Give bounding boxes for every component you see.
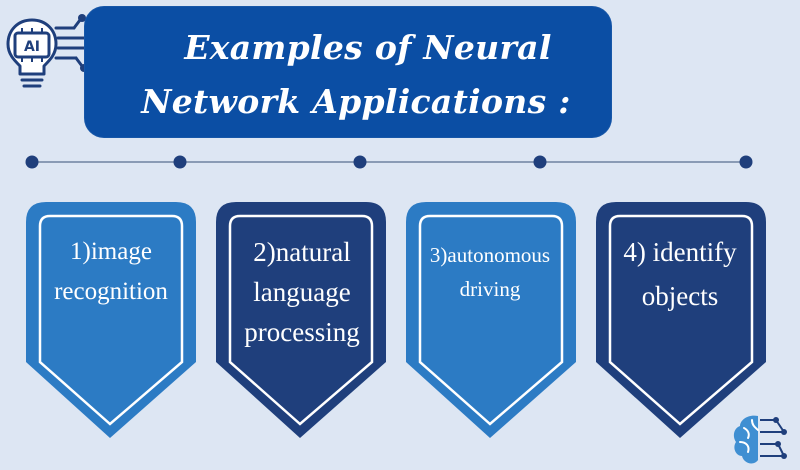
ai-logo-text: AI <box>24 39 40 55</box>
card-1 <box>26 202 196 438</box>
card-3-text: 3)autonomous driving <box>412 238 568 306</box>
card-1-line-1: 1)image <box>70 238 152 265</box>
timeline <box>25 155 753 169</box>
card-4-line-2: objects <box>641 281 719 311</box>
title-line-1: Examples of Neural <box>184 28 552 67</box>
title-banner: Examples of Neural Network Applications … <box>84 6 612 138</box>
timeline-dot <box>353 155 367 169</box>
card-2-text: 2)natural language processing <box>222 232 382 352</box>
card-1-shape <box>26 202 196 438</box>
card-4-text: 4) identify objects <box>602 230 758 318</box>
title-line-2: Network Applications : <box>141 82 571 121</box>
neural-brain-icon <box>733 415 787 464</box>
card-4-shape <box>596 202 766 438</box>
card-1-text: 1)image recognition <box>36 232 186 312</box>
card-3-line-1: 3)autonomous <box>429 243 551 267</box>
card-3-line-2: driving <box>459 277 521 301</box>
card-2-line-1: 2)natural <box>253 237 351 267</box>
card-1-line-2: recognition <box>54 278 168 305</box>
card-2 <box>216 202 386 438</box>
card-2-line-3: processing <box>244 317 360 347</box>
card-4 <box>596 202 766 438</box>
timeline-dot <box>739 155 753 169</box>
timeline-dot <box>173 155 187 169</box>
card-2-line-2: language <box>253 277 351 307</box>
card-2-shape <box>216 202 386 438</box>
card-3 <box>406 202 576 438</box>
card-4-line-1: 4) identify <box>623 237 737 267</box>
timeline-dot <box>533 155 547 169</box>
timeline-dot <box>25 155 39 169</box>
card-3-shape <box>406 202 576 438</box>
cards-graphic <box>26 202 766 438</box>
